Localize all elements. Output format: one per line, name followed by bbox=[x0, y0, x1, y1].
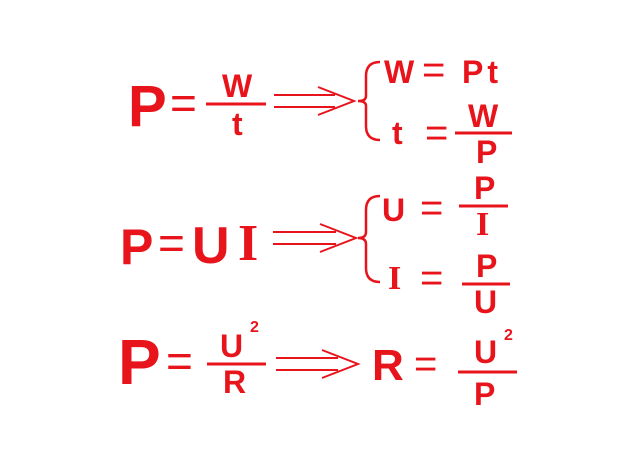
denominator: t bbox=[232, 106, 243, 142]
equals-sign: = bbox=[425, 111, 449, 155]
double-arrow-icon bbox=[273, 223, 359, 253]
numerator: P bbox=[474, 170, 496, 206]
equals-sign: = bbox=[166, 335, 193, 387]
numerator: U bbox=[474, 334, 498, 370]
denominator: U bbox=[474, 284, 498, 320]
equals-sign: = bbox=[170, 77, 197, 129]
denominator: P bbox=[476, 134, 498, 170]
left-brace-icon bbox=[357, 60, 381, 142]
numerator: U bbox=[220, 328, 244, 364]
current-symbol: I bbox=[238, 215, 259, 272]
equals-sign: = bbox=[422, 48, 446, 92]
equals-sign: = bbox=[420, 186, 444, 230]
exponent: 2 bbox=[250, 319, 259, 336]
double-arrow-icon bbox=[276, 349, 361, 379]
case-lhs: I bbox=[388, 260, 402, 297]
numerator: W bbox=[468, 98, 499, 134]
equals-sign: = bbox=[158, 217, 185, 269]
exponent: 2 bbox=[504, 327, 513, 344]
power-symbol: P bbox=[120, 219, 154, 275]
case-lhs: U bbox=[382, 192, 406, 228]
denominator: I bbox=[476, 206, 490, 243]
denominator: P bbox=[474, 376, 496, 412]
case-lhs: t bbox=[392, 115, 403, 151]
power-symbol: P bbox=[128, 74, 167, 139]
equals-sign: = bbox=[420, 256, 444, 300]
power-symbol: P bbox=[118, 326, 161, 398]
case-lhs: W bbox=[384, 54, 415, 90]
double-arrow-icon bbox=[274, 86, 357, 116]
numerator: W bbox=[222, 68, 253, 104]
denominator: R bbox=[223, 364, 247, 400]
numerator: P bbox=[476, 248, 498, 284]
case-rhs: Pt bbox=[462, 54, 502, 90]
voltage-symbol: U bbox=[192, 217, 230, 275]
equals-sign: = bbox=[414, 342, 438, 386]
left-brace-icon bbox=[357, 194, 381, 284]
resistance-symbol: R bbox=[372, 341, 404, 390]
